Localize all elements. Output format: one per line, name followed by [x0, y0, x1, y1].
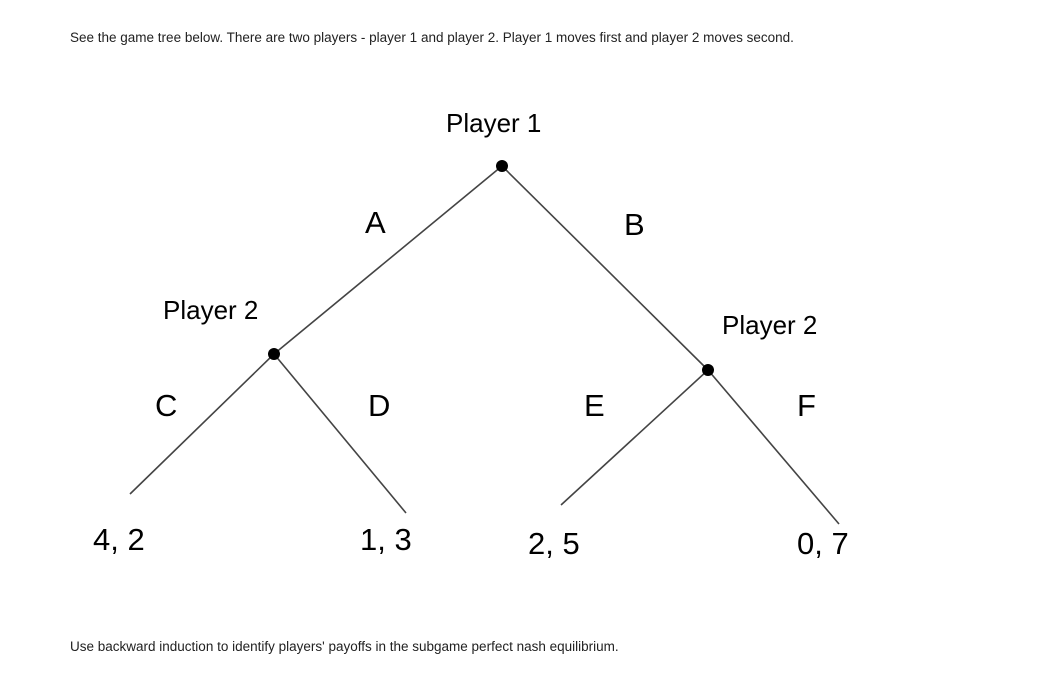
action-label-a: A [365, 205, 386, 240]
node-dot-player2-right[interactable] [702, 364, 714, 376]
action-label-c: C [155, 388, 178, 423]
payoff-label-2: 2, 5 [528, 526, 580, 561]
node-dot-player1-root[interactable] [496, 160, 508, 172]
action-label-e: E [584, 388, 605, 423]
node-label-player2-left: Player 2 [163, 295, 259, 325]
action-label-f: F [797, 388, 816, 423]
edge-D [273, 353, 407, 514]
prompt-text: See the game tree below. There are two p… [70, 30, 794, 45]
question-text: Use backward induction to identify playe… [70, 639, 619, 654]
edge-C [129, 353, 275, 495]
node-label-player2-right: Player 2 [722, 310, 818, 340]
edge-E [560, 369, 709, 506]
edge-F [707, 369, 840, 525]
payoff-label-0: 4, 2 [93, 522, 145, 557]
action-label-d: D [368, 388, 391, 423]
edge-B [501, 165, 709, 371]
node-label-player1: Player 1 [446, 108, 542, 138]
node-dot-player2-left[interactable] [268, 348, 280, 360]
action-label-b: B [624, 207, 645, 242]
tree-edges [129, 165, 840, 525]
edge-A [273, 165, 503, 355]
payoff-label-1: 1, 3 [360, 522, 412, 557]
payoff-label-3: 0, 7 [797, 526, 849, 561]
